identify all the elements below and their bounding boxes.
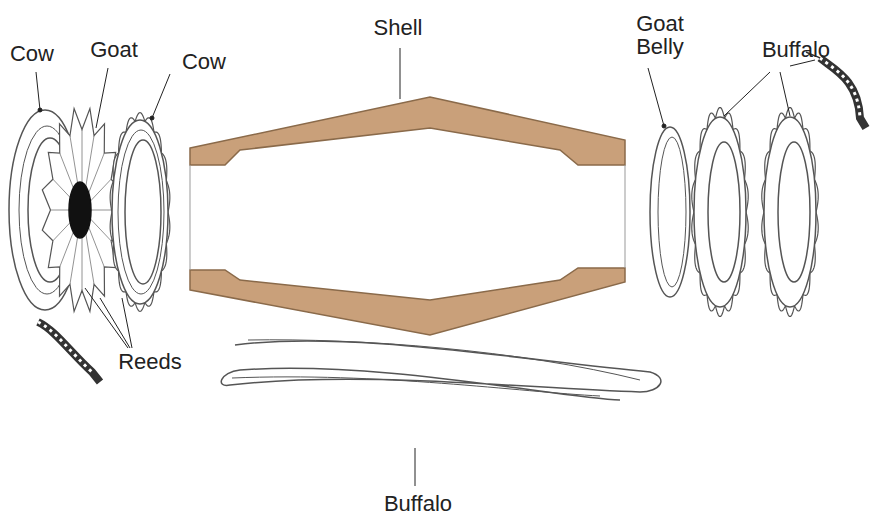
- ring-rim: [110, 113, 170, 312]
- ring-rim: [762, 108, 818, 317]
- cow-label: Cow: [10, 42, 54, 65]
- reeds-label: Reeds: [118, 350, 182, 373]
- goat-belly-label: Goat Belly: [625, 12, 695, 58]
- goat-ring: [42, 108, 121, 311]
- cow-label: Cow: [182, 50, 226, 73]
- buffalo-label: Buffalo: [384, 492, 452, 515]
- ring-rim: [692, 108, 748, 317]
- buffalo-label: Buffalo: [762, 38, 830, 61]
- shell-label: Shell: [374, 16, 423, 39]
- goat-label: Goat: [90, 38, 138, 61]
